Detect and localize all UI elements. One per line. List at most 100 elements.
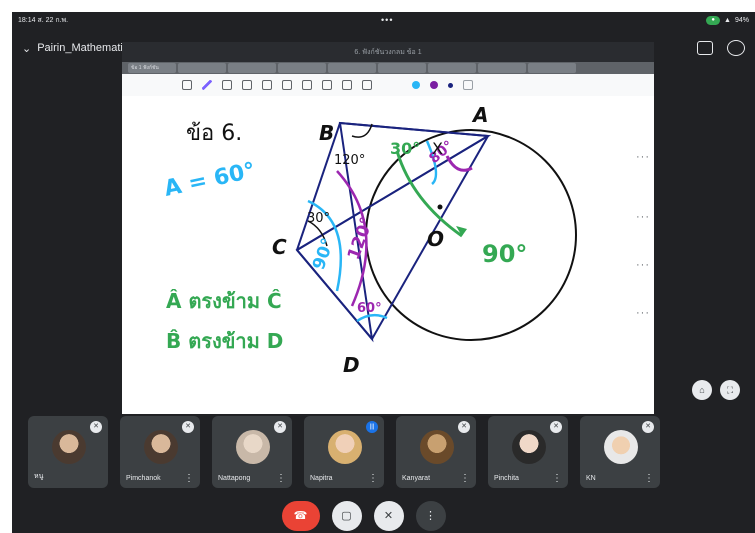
participant-tile[interactable]: ✕ หนู — [28, 416, 108, 488]
phone-hangup-icon: ☎ — [293, 510, 308, 522]
participant-name: Kanyarat — [402, 475, 431, 482]
status-right: ● ▲ 94% — [706, 15, 749, 25]
shapes-icon[interactable] — [262, 80, 272, 90]
participant-name: Pinchita — [494, 475, 519, 482]
mic-toggle-button[interactable]: ✕ — [373, 500, 404, 531]
participant-name: Napitra — [310, 475, 333, 482]
document-tab[interactable] — [278, 63, 326, 73]
circle-outline — [365, 129, 577, 341]
more-vert-icon[interactable]: ⋮ — [276, 473, 286, 484]
image-icon[interactable] — [322, 80, 332, 90]
more-options-icon[interactable]: ··· — [636, 211, 650, 223]
pen-icon[interactable] — [202, 80, 212, 90]
more-options-button[interactable]: ⋮ — [415, 500, 446, 531]
mic-off-icon: ✕ — [90, 421, 102, 433]
angle-x-label: X — [432, 139, 443, 158]
mic-off-icon: ✕ — [182, 421, 194, 433]
document-tab[interactable] — [378, 63, 426, 73]
status-time: 18:14 ส. 22 ก.พ. — [18, 16, 69, 24]
document-tab[interactable] — [428, 63, 476, 73]
sticker-icon[interactable] — [302, 80, 312, 90]
participant-tile[interactable]: ✕ Pimchanok ⋮ — [120, 416, 200, 488]
document-tab[interactable] — [478, 63, 526, 73]
point-b-label: B — [319, 121, 334, 145]
more-vert-icon: ⋮ — [425, 510, 436, 522]
pin-icon[interactable]: ⌂ — [692, 380, 712, 400]
mic-off-icon: ✕ — [274, 421, 286, 433]
side-bc — [296, 122, 341, 251]
avatar — [328, 430, 362, 464]
document-tab[interactable] — [178, 63, 226, 73]
diagonal-ac — [296, 135, 489, 251]
more-vert-icon[interactable]: ⋮ — [184, 473, 194, 484]
lasso-select-icon[interactable] — [282, 80, 292, 90]
fullscreen-icon[interactable]: ⛶ — [720, 380, 740, 400]
mic-off-icon: ✕ — [550, 421, 562, 433]
pen-size-icon[interactable] — [448, 82, 453, 88]
call-pill: ● — [706, 15, 721, 25]
document-title: 6. ฟังก์ชันวงกลม ข้อ 1 — [354, 48, 422, 56]
highlighter-icon[interactable] — [242, 80, 252, 90]
right-angle-label: 90° — [482, 240, 527, 268]
more-vert-icon[interactable]: ⋮ — [552, 473, 562, 484]
point-o-label: O — [427, 227, 444, 251]
more-vert-icon[interactable]: ⋮ — [644, 473, 654, 484]
color-swatch-purple[interactable] — [430, 81, 438, 89]
avatar — [52, 430, 86, 464]
more-options-icon[interactable]: ··· — [636, 151, 650, 163]
point-d-label: D — [343, 353, 360, 377]
angle-c-purple-label: 120° — [344, 214, 378, 262]
participant-tile[interactable]: ||| Napitra ⋮ — [304, 416, 384, 488]
goodnotes-title-bar: 6. ฟังก์ชันวงกลม ข้อ 1 — [122, 42, 654, 62]
color-swatch-blue[interactable] — [412, 81, 420, 89]
mic-off-icon: ✕ — [458, 421, 470, 433]
avatar — [420, 430, 454, 464]
wifi-icon: ▲ — [724, 16, 731, 24]
speaking-indicator-icon: ||| — [366, 421, 378, 433]
status-bar: 18:14 ส. 22 ก.พ. ••• ● ▲ 94% — [12, 12, 755, 28]
angle-b-label: 120° — [334, 153, 365, 168]
call-controls: ☎ ▢ ✕ ⋮ — [12, 498, 755, 533]
participant-name: KN — [586, 475, 596, 482]
center-point — [437, 204, 443, 210]
participant-tile[interactable]: ✕ Kanyarat ⋮ — [396, 416, 476, 488]
document-tab[interactable]: ข้อ 1 ฟังก์ชัน — [128, 63, 176, 73]
opposite-angles-note-1: Â ตรงข้าม Ĉ — [166, 289, 282, 313]
textbox-icon[interactable] — [342, 80, 352, 90]
header-actions — [697, 40, 745, 56]
camera-switch-icon[interactable] — [697, 41, 713, 55]
problem-label: ข้อ 6. — [186, 121, 242, 146]
more-vert-icon[interactable]: ⋮ — [460, 473, 470, 484]
hang-up-button[interactable]: ☎ — [281, 500, 320, 531]
whiteboard-page: B A C D O 120° 30° 30° 80° X 90° 120° 60… — [122, 96, 654, 414]
angle-d-label: 60° — [357, 301, 382, 316]
avatar — [604, 430, 638, 464]
mic-off-icon: ✕ — [642, 421, 654, 433]
more-options-icon[interactable]: ··· — [636, 307, 650, 319]
screen-share: 6. ฟังก์ชันวงกลม ข้อ 1 ข้อ 1 ฟังก์ชัน — [122, 42, 654, 414]
avatar — [236, 430, 270, 464]
participant-tile[interactable]: ✕ Pinchita ⋮ — [488, 416, 568, 488]
chevron-down-icon[interactable]: ⌄ — [22, 42, 32, 55]
speaker-icon[interactable] — [727, 40, 745, 56]
pen-thickness-icon[interactable] — [463, 80, 473, 90]
more-options-icon[interactable]: ··· — [636, 259, 650, 271]
eraser-icon[interactable] — [222, 80, 232, 90]
mic-off-icon: ✕ — [383, 510, 394, 522]
participant-name: Nattapong — [218, 475, 251, 482]
participant-tile[interactable]: ✕ KN ⋮ — [580, 416, 660, 488]
participant-tile[interactable]: ✕ Nattapong ⋮ — [212, 416, 292, 488]
more-vert-icon[interactable]: ⋮ — [368, 473, 378, 484]
document-tab[interactable] — [328, 63, 376, 73]
camera-toggle-button[interactable]: ▢ — [331, 500, 362, 531]
point-a-label: A — [471, 103, 488, 127]
document-tab[interactable] — [528, 63, 576, 73]
green-arrow-line — [395, 150, 463, 238]
lasso-icon[interactable] — [182, 80, 192, 90]
document-tab[interactable] — [228, 63, 276, 73]
laser-pointer-icon[interactable] — [362, 80, 372, 90]
opposite-angles-note-2: B̂ ตรงข้าม D — [166, 329, 283, 353]
document-tabs: ข้อ 1 ฟังก์ชัน — [122, 62, 654, 74]
battery-level: 94% — [734, 16, 749, 24]
geometry-drawing: B A C D O 120° 30° 30° 80° X 90° 120° 60… — [162, 103, 577, 377]
